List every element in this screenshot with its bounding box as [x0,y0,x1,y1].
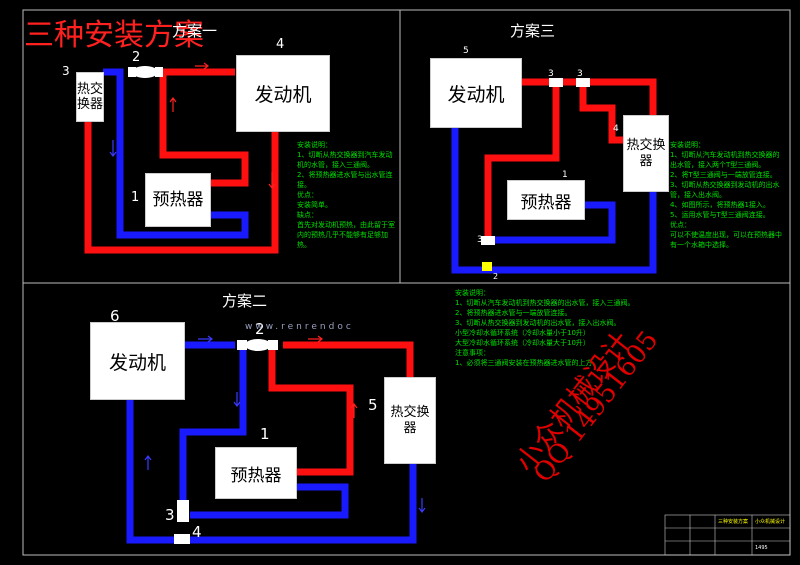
s3-tee-3c [481,236,495,245]
s1-red-flow-arrows [169,62,276,189]
s3-tee-3a [549,78,563,87]
s1-red-pipe-preheater-in [159,72,249,187]
s2-blue-pipe-return [126,398,417,544]
s2-tee-3 [177,500,189,522]
valve-fittings [128,66,590,544]
s3-num-3b: 3 [577,69,583,79]
title-block-company: 小众机械设计 [755,519,786,525]
s3-valve-2 [482,262,492,271]
s2-valve-2 [245,339,271,351]
s1-blue-flow-arrows [109,140,117,157]
s2-red-pipe-hx-in [283,341,414,377]
scheme1-title: 方案一 [172,22,218,40]
drawing-headline: 三种安装方案 [24,18,204,53]
scheme2-pipes [126,341,417,544]
s1-num-4: 4 [276,37,285,52]
s1-blue-pipe [103,68,249,239]
scheme3-title: 方案三 [510,22,556,40]
s2-tee-4 [174,534,190,544]
s2-blue-flow-arrows [144,335,426,513]
s2-notes: 安装说明： 1、切断从汽车发动机到热交换器的出水管，接入三通阀。 2、将预热器进… [455,289,635,367]
s3-red-pipe-engine-out [520,78,657,128]
s3-heat-exchanger-box: 热交换器 [623,115,669,192]
s2-num-1: 1 [260,425,270,443]
s2-engine-box: 发动机 [90,322,185,400]
s3-tee-3b [576,78,590,87]
s2-num-2: 2 [255,320,265,338]
s2-num-6: 6 [110,307,120,325]
s3-blue-pipe-preheater-out [488,201,616,244]
s2-red-pipe-preheater [268,345,354,476]
s2-red-flow-arrows [308,335,358,418]
scheme1-pipes [84,68,279,254]
s2-num-5: 5 [368,396,378,414]
s1-num-1: 1 [131,190,140,205]
s1-preheater-box: 预热器 [145,173,211,227]
s2-num-3: 3 [165,506,175,524]
s2-heat-exchanger-box: 热交换器 [384,377,436,464]
title-block [664,514,791,556]
s3-num-4: 4 [613,124,619,134]
s3-num-5: 5 [463,46,469,56]
s3-num-3c: 3 [477,235,483,245]
s3-red-pipe-hx-in [579,82,623,144]
s2-preheater-box: 预热器 [215,447,297,499]
s3-num-1: 1 [562,170,568,180]
s3-num-2: 2 [493,272,499,281]
title-block-code: 1495 [755,545,768,551]
s3-num-3a: 3 [548,69,554,79]
s2-blue-pipe-preheater-out [190,483,349,519]
s1-notes: 安装说明： 1、切断从热交换器到汽车发动机的水管，接入三通阀。 2、将预热器进水… [297,141,395,249]
s3-blue-pipe-return [451,125,657,274]
s3-preheater-box: 预热器 [507,180,585,220]
scheme2-title: 方案二 [222,292,268,310]
s1-valve-2 [132,66,158,78]
s3-notes: 安装说明： 1、切断从汽车发动机到热交换器的出水管，接入两个T型三通阀。 2、将… [670,141,782,249]
s1-num-3: 3 [62,64,70,78]
watermark-url: www.renrendoc [245,322,354,332]
s1-num-2: 2 [132,50,141,65]
s2-blue-pipe-bypass [179,345,247,500]
s2-num-4: 4 [192,523,202,541]
s1-red-pipe-return [84,122,279,254]
title-block-name: 三种安装方案 [718,519,749,525]
s1-engine-box: 发动机 [236,55,330,132]
s3-engine-box: 发动机 [430,58,522,128]
s1-heat-exchanger-box: 热交换器 [76,72,104,122]
